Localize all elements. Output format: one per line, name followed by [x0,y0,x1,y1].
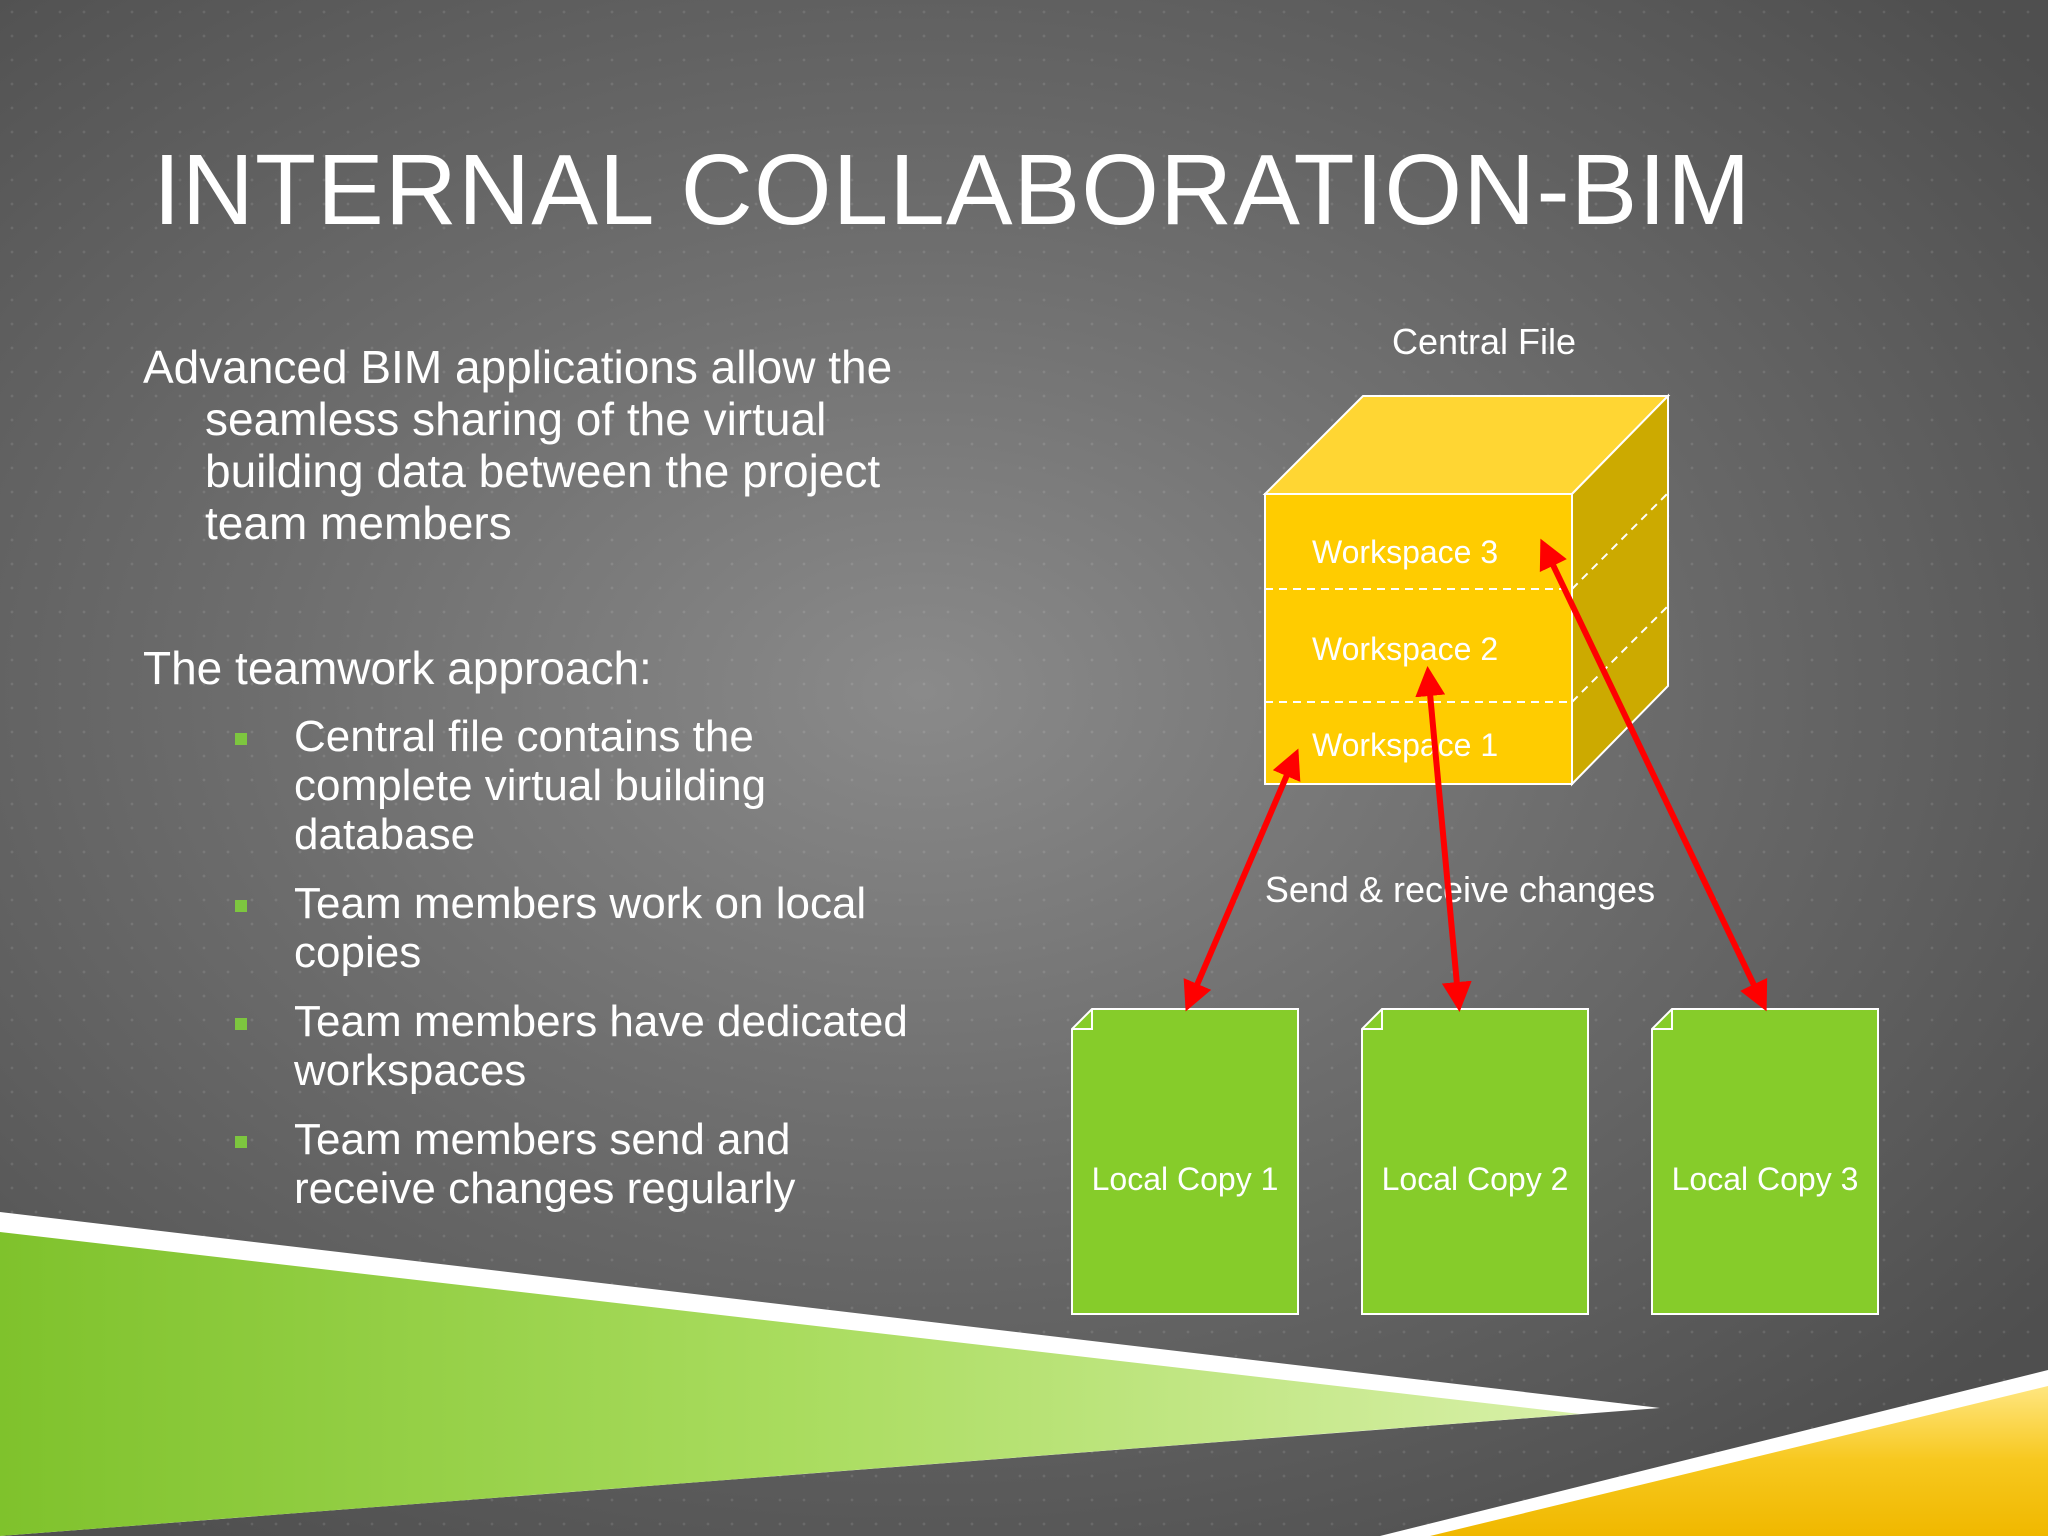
bullet-item: Team members work on local copies [232,879,932,977]
bullet-text: Team members have dedicated workspaces [294,997,908,1095]
document-fold [1362,1009,1383,1030]
bullet-marker [235,1018,247,1030]
local-copy-1: Local Copy 1 [1071,1008,1299,1315]
bullet-item: Central file contains the complete virtu… [232,712,932,859]
yellow-wedge [1430,1386,2048,1536]
bullet-text: Team members work on local copies [294,879,867,977]
side-divider [1571,492,1669,590]
bullet-list: Central file contains the complete virtu… [232,712,932,1233]
central-file-label: Central File [1392,321,1576,362]
bullet-item: Team members send and receive changes re… [232,1115,932,1213]
arrow-workspace1-to-copy1 [1183,748,1301,1012]
local-copy-1-label: Local Copy 1 [1092,1161,1279,1197]
document-fold [1072,1009,1093,1030]
bullet-text: Central file contains the complete virtu… [294,712,767,859]
workspace-2-label: Workspace 2 [1312,631,1498,667]
workspace-1-label: Workspace 1 [1312,727,1498,763]
bullet-item: Team members have dedicated workspaces [232,997,932,1095]
intro-paragraph: Advanced BIM applications allow the seam… [143,341,893,549]
green-wedge [0,1232,1580,1536]
bullet-marker [235,1136,247,1148]
local-copy-3: Local Copy 3 [1651,1008,1879,1315]
document-shape [1651,1008,1879,1315]
workspace-3-label: Workspace 3 [1312,534,1498,570]
bullet-marker [235,900,247,912]
send-receive-label: Send & receive changes [1265,869,1655,910]
local-copy-2-label: Local Copy 2 [1382,1161,1569,1197]
bullet-marker [235,733,247,745]
document-fold [1652,1009,1673,1030]
arrow-workspace2-to-copy2 [1415,666,1472,1012]
bullet-text: Team members send and receive changes re… [294,1115,796,1213]
local-copy-2: Local Copy 2 [1361,1008,1589,1315]
arrow-workspace3-to-copy3 [1539,538,1768,1012]
subheading: The teamwork approach: [143,642,652,694]
slide-title: INTERNAL COLLABORATION-BIM [153,134,1752,246]
local-copy-3-label: Local Copy 3 [1672,1161,1859,1197]
central-file-cube: Workspace 3 Workspace 2 Workspace 1 [1262,393,1671,787]
